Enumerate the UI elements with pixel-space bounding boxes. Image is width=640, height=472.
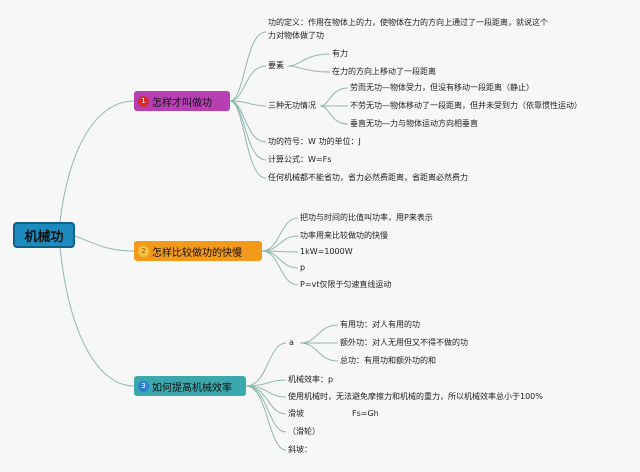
leaf-no-work-3[interactable]: 垂直无功—力与物体运动方向相垂直 [350,119,478,128]
branch-node-power[interactable]: 2 怎样比较做功的快慢 [134,241,262,261]
leaf-power-def[interactable]: 把功与时间的比值叫功率，用P来表示 [300,213,433,222]
leaf-no-work-1[interactable]: 劳而无功—物体受力，但没有移动一段距离（静止） [350,83,534,92]
leaf-power-p[interactable]: p [300,263,306,272]
root-link-2 [74,235,135,252]
leaf-formula[interactable]: 计算公式：W=Fs [268,155,332,164]
number-badge-1: 1 [138,95,149,107]
leaf-incline[interactable]: 滑坡 [288,409,304,418]
branch-label: 怎样比较做功的快慢 [152,247,242,259]
leaf-friction[interactable]: 使用机械时，无法避免摩擦力和机械的重力，所以机械效率总小于100% [288,392,543,401]
branch-node-efficiency[interactable]: 3 如何提高机械效率 [134,376,246,396]
leaf-definition[interactable]: 功的定义：作用在物体上的力，使物体在力的方向上通过了一段距离，就说这个 [268,18,548,27]
leaf-elements-distance[interactable]: 在力的方向上移动了一段距离 [332,67,436,76]
leaf-power-compare[interactable]: 功率用来比较做功的快慢 [300,231,388,240]
branch-label: 如何提高机械效率 [152,382,232,394]
leaf-definition-cont[interactable]: 力对物体做了功 [268,31,324,40]
leaf-useful-work[interactable]: 有用功：对人有用的功 [340,320,420,329]
leaf-slope[interactable]: 斜坡： [288,445,312,454]
leaf-extra-work[interactable]: 额外功：对人无用但又不得不做的功 [340,338,468,347]
leaf-pulley[interactable]: （滑轮） [288,427,320,436]
leaf-elements[interactable]: 要素 [268,61,284,70]
leaf-incline-formula[interactable]: Fs=Gh [352,409,379,418]
leaf-elements-force[interactable]: 有力 [332,49,348,58]
leaf-saving[interactable]: 任何机械都不能省功，省力必然费距离，省距离必然费力 [268,173,468,182]
branch-label: 怎样才叫做功 [152,97,212,109]
leaf-symbol[interactable]: 功的符号：W 功的单位：J [268,137,361,146]
root-link-1 [59,100,135,223]
root-node[interactable]: 机械功 [13,222,75,248]
leaf-efficiency[interactable]: 机械效率：p [288,375,334,384]
leaf-a[interactable]: a [289,338,294,347]
branch-node-work-definition[interactable]: 1 怎样才叫做功 [134,91,230,111]
leaf-no-work[interactable]: 三种无功情况 [268,101,316,110]
root-link-3 [59,247,135,387]
leaf-power-formula[interactable]: P=vt仅限于匀速直线运动 [300,280,392,289]
number-badge-2: 2 [138,245,149,257]
number-badge-3: 3 [138,380,149,392]
leaf-power-unit[interactable]: 1kW=1000W [300,247,353,256]
leaf-total-work[interactable]: 总功：有用功和额外功的和 [340,356,436,365]
leaf-no-work-2[interactable]: 不劳无功—物体移动了一段距离，但并未受到力（依靠惯性运动） [350,101,582,110]
